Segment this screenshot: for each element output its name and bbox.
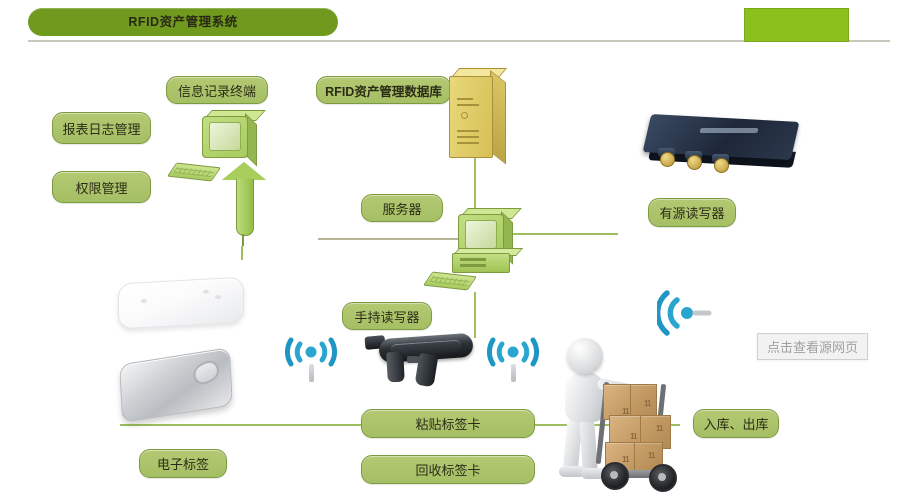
green-computer-icon — [166, 110, 278, 182]
label-report-log-management[interactable]: 报表日志管理 — [52, 112, 151, 144]
label-server[interactable]: 服务器 — [361, 194, 443, 222]
header-divider — [28, 40, 890, 42]
cardboard-box: 11 11 — [603, 384, 657, 420]
worker-with-handtruck-icon — [545, 338, 645, 483]
server-computer-icon — [422, 208, 534, 291]
label-electronic-tag[interactable]: 电子标签 — [139, 449, 227, 478]
page-title-pill: RFID资产管理系统 — [28, 8, 338, 36]
server-tower-icon — [449, 68, 509, 165]
wifi-signal-icon-right — [654, 285, 717, 345]
handheld-rfid-gun-icon — [363, 332, 483, 392]
label-attach-tag-card[interactable]: 粘贴标签卡 — [361, 409, 535, 438]
label-recycle-tag-card[interactable]: 回收标签卡 — [361, 455, 535, 484]
label-handheld-reader[interactable]: 手持读写器 — [342, 302, 432, 330]
connector-left-to-server — [318, 238, 458, 240]
wifi-signal-icon-left — [285, 330, 337, 382]
label-rfid-database[interactable]: RFID资产管理数据库 — [316, 76, 451, 104]
fixed-rfid-reader-icon — [640, 114, 815, 180]
handtruck-icon: 11 11 11 11 11 11 — [595, 381, 685, 492]
connector-db-to-server — [474, 148, 476, 210]
label-info-record-terminal[interactable]: 信息记录终端 — [166, 76, 268, 104]
connector-terminal-stub — [241, 246, 243, 260]
page-title: RFID资产管理系统 — [128, 15, 238, 29]
connector-server-to-reader — [498, 233, 618, 235]
white-rfid-antenna-icon — [118, 276, 244, 330]
connector-server-to-handheld — [474, 292, 476, 338]
label-inbound-outbound[interactable]: 入库、出库 — [693, 409, 779, 438]
down-arrow-icon — [222, 162, 266, 252]
wifi-signal-icon-mid — [487, 330, 539, 382]
header-green-tab[interactable] — [744, 8, 849, 42]
silver-rfid-tag-icon — [119, 347, 233, 423]
label-active-reader[interactable]: 有源读写器 — [648, 198, 736, 227]
view-source-tooltip[interactable]: 点击查看源网页 — [757, 333, 869, 360]
label-permission-management[interactable]: 权限管理 — [52, 171, 151, 203]
